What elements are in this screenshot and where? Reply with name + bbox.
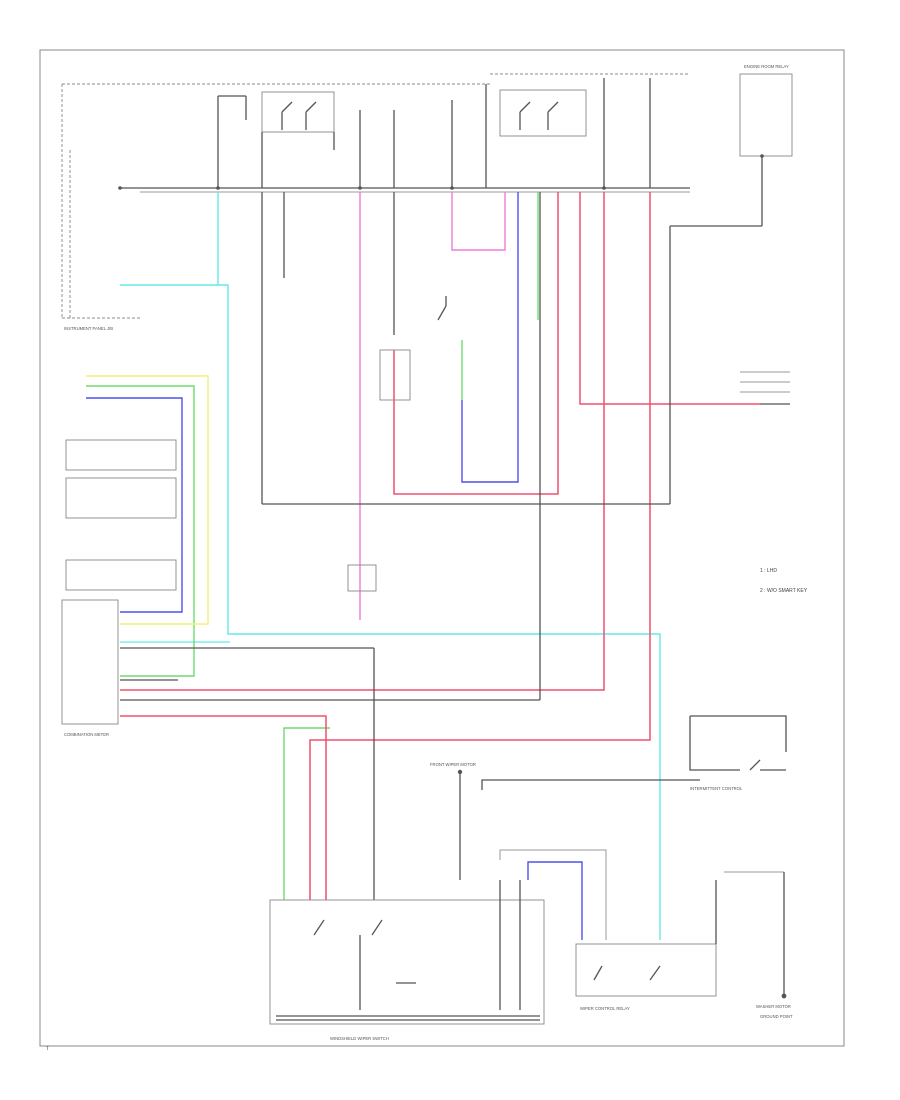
ground-wires (120, 192, 671, 900)
ground-point (724, 871, 787, 999)
corner-tag: T (46, 1046, 49, 1052)
legend-item-1: 1 : LHD (760, 568, 777, 574)
relay-contacts-1 (281, 101, 317, 130)
switch-symbol-2 (347, 564, 377, 592)
wiper-motor-feed (457, 769, 700, 940)
switch-symbol-1 (379, 296, 447, 401)
label-instrument-panel: INSTRUMENT PANEL J/B (64, 326, 113, 331)
fuse-feeds (217, 78, 763, 227)
label-wiper-control-relay: WIPER CONTROL RELAY (580, 1006, 630, 1011)
label-combination-meter: COMBINATION METER (64, 732, 109, 737)
relay-box-1 (261, 91, 335, 133)
legend-item-2: 2 : W/O SMART KEY (760, 588, 808, 594)
label-intermittent-control: INTERMITTENT CONTROL (690, 786, 743, 791)
wire-blue (461, 192, 519, 483)
left-switch-box-1 (65, 439, 177, 471)
wire-cyan (120, 284, 661, 940)
left-switch-box-3 (65, 559, 177, 591)
intermittent-relay (689, 715, 787, 771)
engine-relay-box (739, 73, 793, 157)
wire-yellow (86, 375, 209, 625)
label-engine-room-relay: ENGINE ROOM RELAY (744, 64, 789, 69)
wiper-control-relay-box (575, 943, 717, 997)
wiper-switch-box (269, 899, 545, 1025)
relay-contacts-2 (519, 101, 559, 130)
label-front-wiper-motor: FRONT WIPER MOTOR (430, 762, 476, 767)
relay-box-2 (499, 89, 587, 137)
label-windshield-wiper-switch: WINDSHIELD WIPER SWITCH (330, 1036, 389, 1041)
wire-red (393, 192, 559, 495)
combination-meter-box (61, 599, 119, 725)
label-ground-point: GROUND POINT (760, 1014, 793, 1019)
wiper-switch-contacts (313, 880, 521, 1010)
diagram-frame (39, 49, 845, 1047)
label-washer-motor: WASHER MOTOR (756, 1004, 791, 1009)
left-switch-box-2 (65, 477, 177, 519)
junction-dots (118, 154, 764, 190)
right-connector (740, 371, 790, 405)
